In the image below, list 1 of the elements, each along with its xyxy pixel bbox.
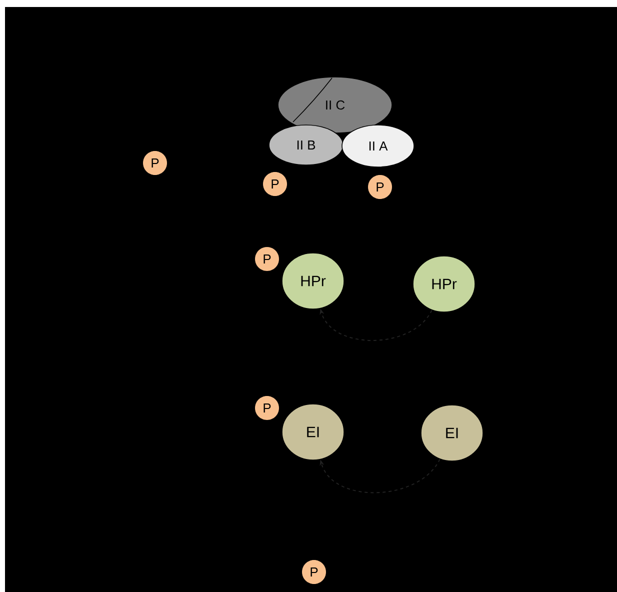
arrow <box>320 458 440 494</box>
